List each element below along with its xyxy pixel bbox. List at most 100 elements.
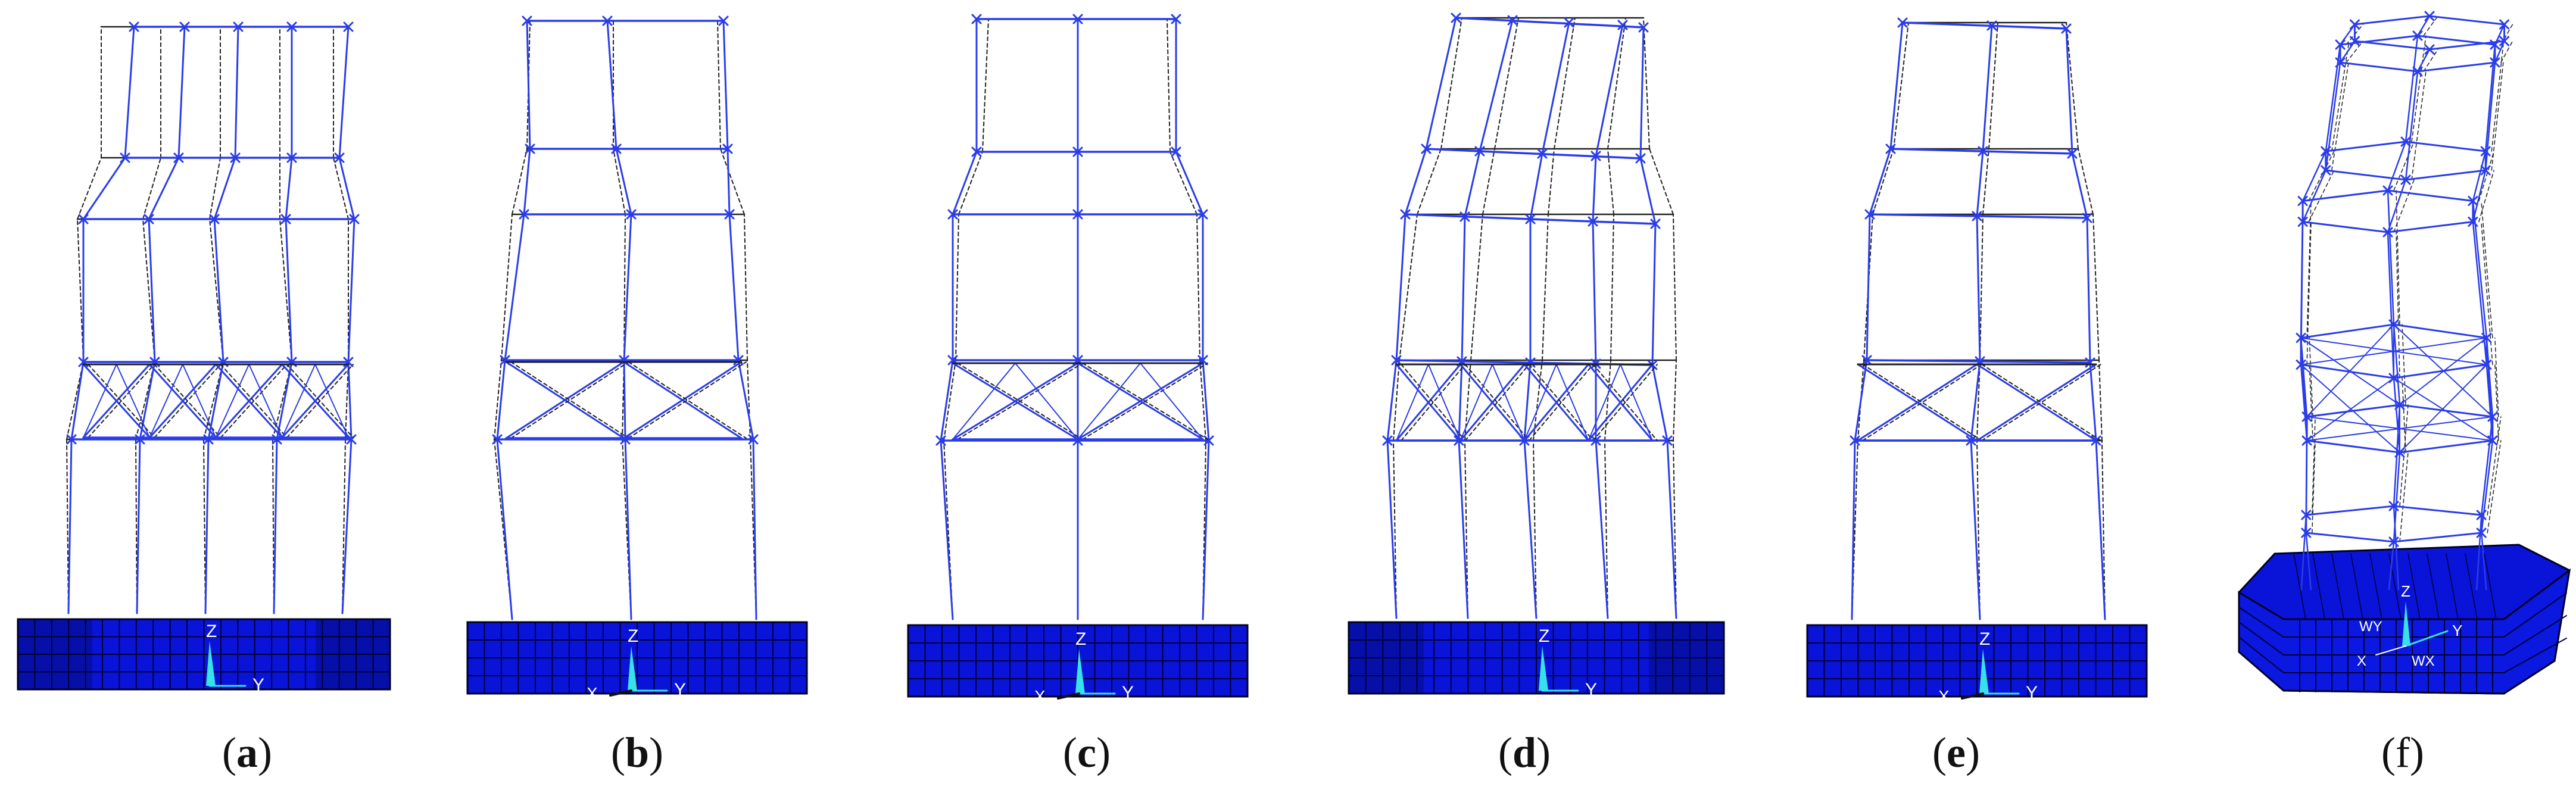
node-marker-b — [2297, 217, 2308, 227]
deformed-beam — [1901, 21, 2067, 30]
node-marker-b — [1421, 143, 1432, 154]
undeformed-column — [1464, 440, 1468, 619]
node-marker-b — [2301, 527, 2312, 538]
node-marker-b — [2301, 510, 2312, 520]
node-marker-b — [179, 21, 190, 32]
undeformed-column — [2066, 22, 2079, 149]
node-marker-b — [209, 214, 220, 224]
undeformed-column — [2494, 337, 2499, 417]
deformed-column — [347, 361, 353, 441]
node-marker-b — [2476, 527, 2487, 538]
undeformed-column — [2481, 221, 2493, 366]
brace-diagonal — [2300, 364, 2400, 453]
foundation-grid-h — [2238, 636, 2284, 673]
brace-undeformed — [628, 361, 747, 439]
node-marker-b — [1197, 209, 1208, 220]
deformed-column — [1854, 359, 1868, 442]
node-marker-b — [1525, 214, 1536, 224]
axis-y-label: Y — [2452, 622, 2462, 639]
node-marker-b — [346, 434, 357, 445]
ring-spoke — [2300, 337, 2394, 352]
node-marker-b — [1451, 13, 1461, 23]
node-marker-b — [748, 434, 759, 445]
brace-diagonal — [1077, 362, 1204, 441]
node-marker-b — [2412, 30, 2423, 41]
brace-diagonal — [281, 363, 350, 439]
panel-letter-c: c — [1077, 729, 1096, 776]
undeformed-column — [1554, 17, 1576, 149]
undeformed-column — [2487, 440, 2502, 533]
axis-y-line — [2405, 630, 2449, 647]
undeformed-column — [501, 214, 513, 361]
deformed-column — [2086, 217, 2091, 364]
deformed-column — [2387, 189, 2395, 326]
deformed-beam — [1869, 213, 2088, 219]
axis-z-arrow — [1979, 649, 1989, 694]
node-marker-b — [2335, 57, 2346, 68]
deformed-column — [624, 438, 632, 620]
foundation-outline — [1348, 621, 1725, 695]
panel-letter-b: b — [625, 729, 650, 776]
brace-undeformed — [1981, 364, 2101, 441]
undeformed-column — [1399, 214, 1418, 361]
node-marker-b — [2400, 174, 2411, 185]
deformed-column — [177, 26, 186, 159]
deformed-column — [2416, 15, 2431, 37]
panel-c-model: ZYX — [907, 14, 1249, 706]
undeformed-column — [2309, 337, 2313, 417]
node-marker-b — [2335, 39, 2346, 50]
panel-label-b: (b) — [610, 729, 663, 776]
axis-x-label: X — [1938, 687, 1950, 706]
undeformed-column — [623, 214, 626, 361]
undeformed-column — [342, 439, 346, 614]
deformed-column — [1866, 213, 1871, 361]
undeformed-column — [2346, 40, 2364, 63]
axis-z-label: Z — [2401, 582, 2410, 600]
deformed-column — [1202, 359, 1210, 442]
brace-inner — [281, 364, 316, 438]
node-marker-b — [724, 209, 735, 220]
undeformed-column — [2478, 170, 2494, 223]
undeformed-column — [2478, 151, 2494, 202]
undeformed-column — [142, 157, 161, 220]
brace-inner — [116, 364, 151, 438]
foundation-grid-top — [2350, 553, 2363, 620]
deformed-column — [1592, 155, 1597, 223]
node-marker-b — [1885, 143, 1896, 154]
deformed-column — [276, 361, 293, 441]
axis-z-label: Z — [1979, 629, 1990, 649]
undeformed-column — [1393, 440, 1397, 619]
axis-x-line — [1057, 692, 1080, 700]
brace-undeformed — [1592, 364, 1658, 441]
node-marker-b — [1507, 15, 1518, 26]
brace-diagonal — [2393, 324, 2493, 417]
deformed-column — [504, 213, 525, 361]
node-marker-b — [620, 434, 631, 445]
foundation-grid-h — [2503, 638, 2567, 673]
axis-wx-label: WX — [2412, 653, 2435, 669]
undeformed-column — [717, 20, 721, 149]
foundation-grid-h — [2503, 592, 2567, 638]
node-marker-b — [1978, 146, 1988, 157]
deformed-column — [496, 438, 513, 620]
undeformed-column — [1533, 440, 1537, 619]
axis-z-label: Z — [206, 622, 217, 641]
undeformed-column — [2306, 221, 2312, 366]
undeformed-column — [2487, 416, 2502, 516]
undeformed-column — [2312, 440, 2316, 533]
deformed-column — [1458, 439, 1469, 619]
undeformed-column — [77, 157, 102, 220]
undeformed-column — [1607, 148, 1614, 215]
deformed-beam — [1425, 148, 1642, 160]
deformed-beam — [1866, 359, 2091, 364]
deformed-column — [737, 359, 754, 441]
undeformed-column — [2491, 62, 2504, 171]
foundation-grid-h — [2503, 615, 2567, 655]
node-marker-b — [1072, 14, 1083, 24]
axis-z-arrow — [206, 641, 216, 686]
deformed-column — [2393, 377, 2401, 454]
deformed-column — [623, 213, 632, 361]
deformed-column — [2416, 48, 2431, 73]
foundation-grid-top — [2446, 553, 2459, 620]
node-marker-b — [2400, 136, 2411, 147]
